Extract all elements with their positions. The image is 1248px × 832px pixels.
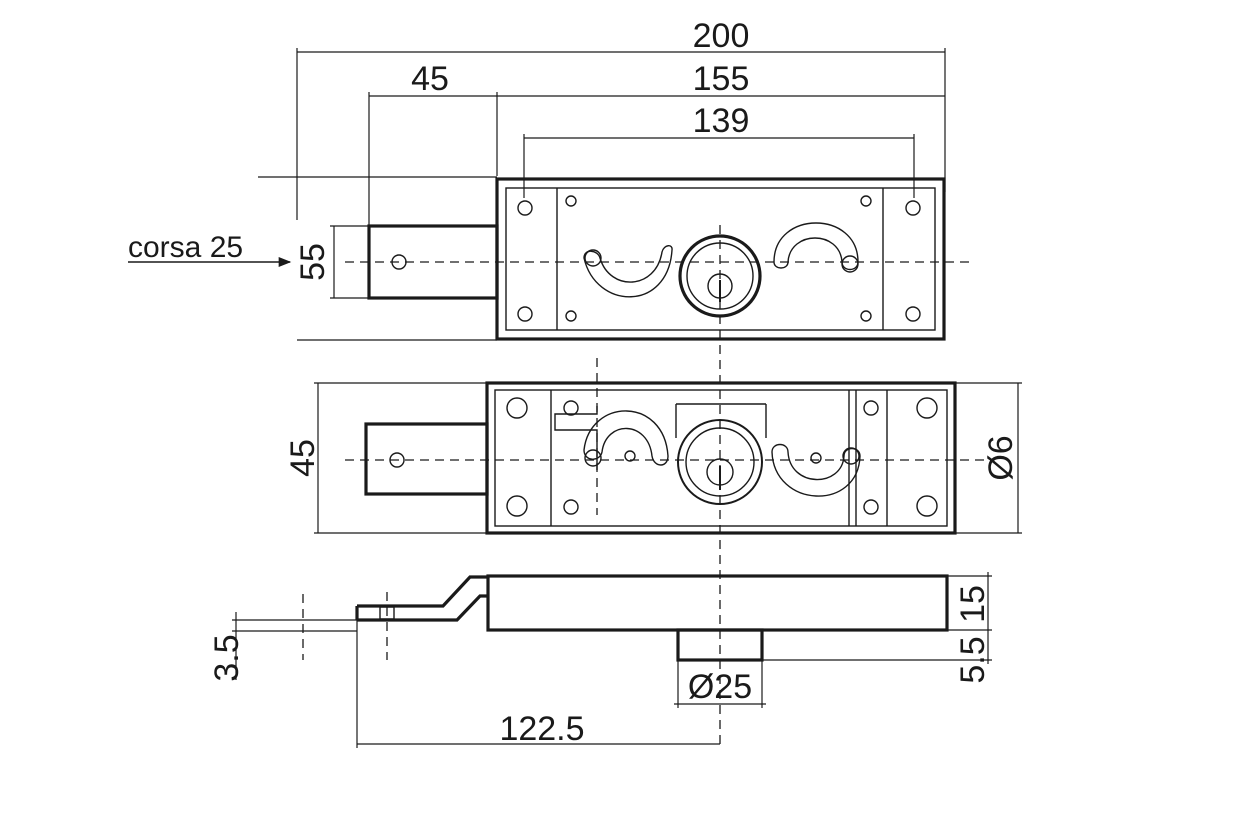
dim-text-200: 200 bbox=[693, 17, 750, 55]
front-hook-right-pin bbox=[842, 447, 860, 465]
front-view: 45 Ø6 bbox=[284, 358, 1022, 535]
side-body bbox=[486, 574, 949, 632]
dim-text-5-5: 5.5 bbox=[954, 636, 992, 683]
screw-br bbox=[860, 310, 872, 322]
dim-text-45-side: 45 bbox=[284, 439, 322, 477]
top-view: 200 45 155 139 55 corsa 25 bbox=[128, 17, 975, 341]
dim-text-3-5: 3.5 bbox=[208, 634, 246, 681]
side-cylinder bbox=[676, 628, 764, 662]
dim-text-55: 55 bbox=[294, 243, 332, 281]
front-hole-br bbox=[916, 495, 938, 517]
mount-hole-tr bbox=[905, 200, 921, 216]
stroke-label: corsa 25 bbox=[128, 231, 243, 264]
front-screw-br bbox=[863, 499, 879, 515]
dim-text-d25: Ø25 bbox=[688, 668, 752, 706]
front-pin-right bbox=[810, 452, 822, 464]
lock-body-front-inner bbox=[494, 389, 948, 527]
front-hook-right bbox=[771, 443, 861, 497]
hook-left bbox=[583, 245, 673, 298]
front-hole-tr bbox=[916, 397, 938, 419]
screw-bl bbox=[565, 310, 577, 322]
front-screw-tr bbox=[863, 400, 879, 416]
dim-text-45-top: 45 bbox=[411, 60, 449, 98]
lock-body-front bbox=[485, 381, 957, 535]
dim-text-d6: Ø6 bbox=[982, 435, 1020, 480]
front-screw-tl bbox=[563, 400, 579, 416]
front-screw-bl bbox=[563, 499, 579, 515]
dim-text-15: 15 bbox=[954, 585, 992, 623]
screw-tl bbox=[565, 195, 577, 207]
screw-tr bbox=[860, 195, 872, 207]
dim-text-139: 139 bbox=[693, 102, 750, 140]
front-hole-bl bbox=[506, 495, 528, 517]
hook-right-pin bbox=[841, 255, 859, 273]
mount-hole-bl bbox=[517, 306, 533, 322]
bolt bbox=[367, 224, 499, 300]
bolt-front bbox=[364, 422, 489, 496]
side-view: 3.5 15 5.5 Ø25 122.5 bbox=[208, 572, 992, 748]
front-hook-left-pin bbox=[584, 449, 602, 467]
dim-text-155: 155 bbox=[693, 60, 750, 98]
mount-hole-br bbox=[905, 306, 921, 322]
mount-hole-tl bbox=[517, 200, 533, 216]
cam-plate bbox=[554, 403, 767, 470]
dim-text-122-5: 122.5 bbox=[499, 710, 584, 748]
front-hole-tl bbox=[506, 397, 528, 419]
side-bolt bbox=[355, 575, 488, 622]
hook-left-pin bbox=[584, 249, 602, 267]
front-pin-left bbox=[624, 450, 636, 462]
front-cylinder-outer bbox=[677, 419, 763, 505]
